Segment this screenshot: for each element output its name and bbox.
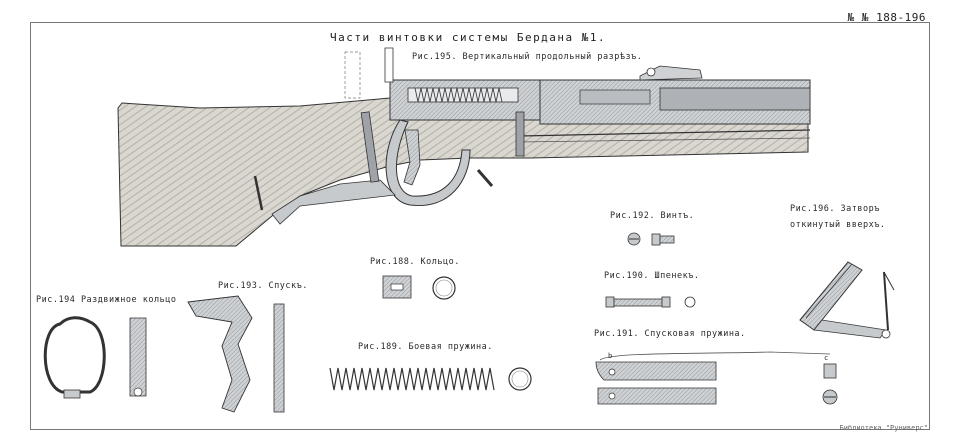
- fig191-trigger-spring: [595, 351, 838, 405]
- trigger: [403, 129, 421, 186]
- fig188-caption: Рис.188. Кольцо.: [370, 257, 460, 267]
- fig194-caption: Рис.194 Раздвижное кольцо: [36, 295, 177, 305]
- callout-b: b: [608, 352, 613, 360]
- fig188-ring: [382, 275, 456, 300]
- plate-title: Части винтовки системы Бердана №1.: [330, 31, 607, 44]
- fig195-rifle-section: [117, 47, 811, 247]
- fig194-sliding-ring: [43, 316, 147, 399]
- fig189-mainspring: [329, 367, 532, 391]
- fig192-screw: [627, 232, 675, 246]
- fig190-caption: Рис.190. Шпенекъ.: [604, 271, 700, 281]
- fig193-caption: Рис.193. Спускъ.: [218, 281, 308, 291]
- fig192-caption: Рис.192. Винтъ.: [610, 211, 695, 221]
- plate-number: № № 188-196: [847, 11, 926, 24]
- fig189-caption: Рис.189. Боевая пружина.: [358, 342, 493, 352]
- fig190-pin: [605, 296, 696, 308]
- fig196-bolt-open: [799, 261, 895, 339]
- fig196-caption-line1: Рис.196. Затворъ: [790, 204, 880, 214]
- fig196-caption-line2: откинутый вверхъ.: [790, 220, 886, 230]
- fig193-trigger-part: [187, 295, 285, 413]
- trigger-guard: [385, 119, 471, 207]
- callout-c: c: [824, 354, 829, 362]
- fig191-caption: Рис.191. Спусковая пружина.: [594, 329, 746, 339]
- fig195-caption: Рис.195. Вертикальный продольный разрѣзъ…: [412, 52, 643, 62]
- plate-border: [30, 22, 930, 430]
- library-credit: Библиотека "Руниверс": [839, 424, 928, 432]
